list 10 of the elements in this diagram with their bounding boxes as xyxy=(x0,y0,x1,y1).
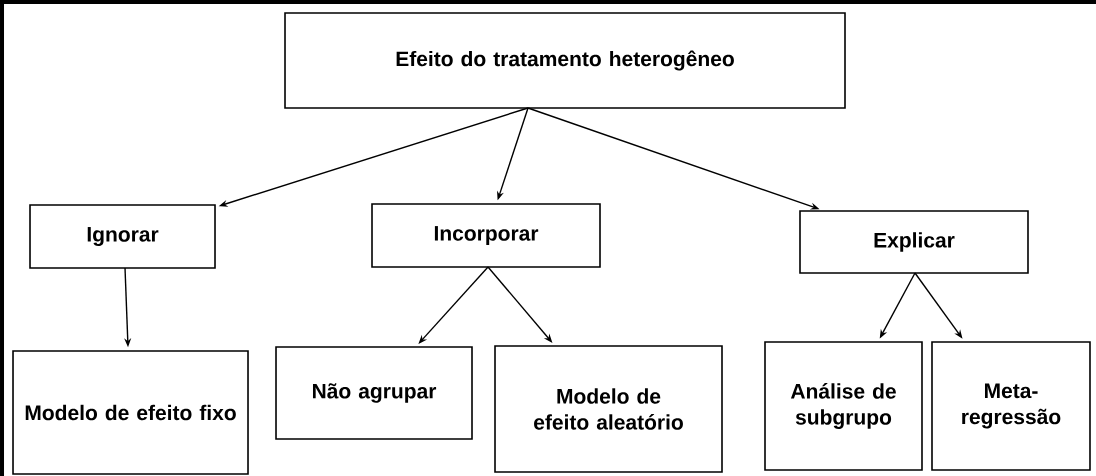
process-box: Modelo de efeito aleatório xyxy=(494,345,723,473)
process-box: Modelo de efeito fixo xyxy=(12,350,249,475)
process-box: Incorporar xyxy=(371,203,601,268)
process-box: Meta-regressão xyxy=(931,341,1091,471)
process-box: Explicar xyxy=(799,210,1029,274)
process-box: Análise de subgrupo xyxy=(764,341,923,471)
process-box: Não agrupar xyxy=(275,346,473,440)
heading-box: Efeito do tratamento heterogêneo xyxy=(284,12,846,109)
arrow xyxy=(418,266,489,344)
process-box: Ignorar xyxy=(29,204,216,269)
